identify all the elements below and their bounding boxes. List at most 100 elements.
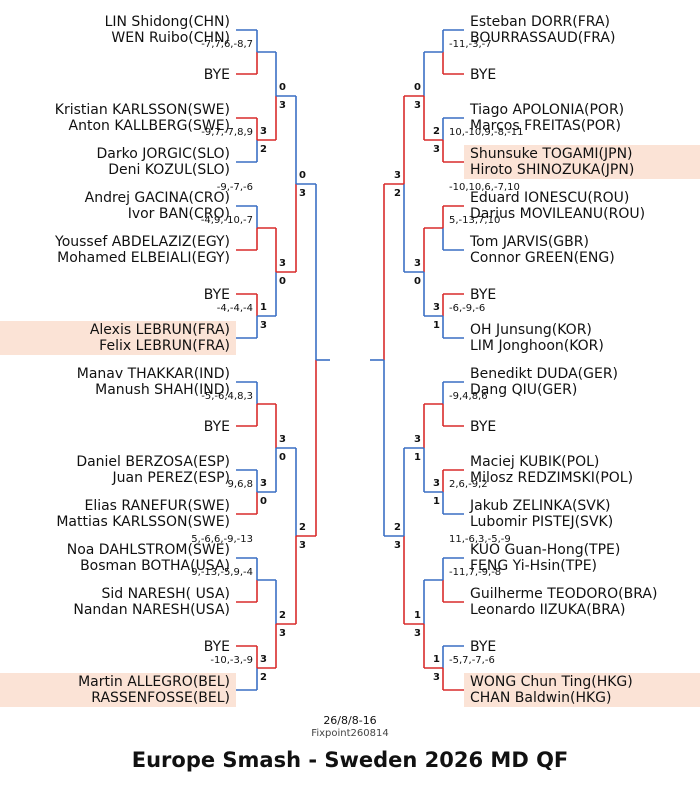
player-name: Maciej KUBIK(POL) (470, 454, 599, 470)
player-name: LIN Shidong(CHN) (105, 14, 230, 30)
player-name: Andrej GACINA(CRO) (85, 190, 230, 206)
highlight-row (464, 145, 700, 179)
set-scores: -6,-9,-6 (449, 303, 485, 314)
game-count: 3 (279, 100, 286, 111)
game-count: 3 (414, 628, 421, 639)
player-name: Felix LEBRUN(FRA) (99, 338, 230, 354)
player-name: Kristian KARLSSON(SWE) (55, 102, 230, 118)
game-count: 3 (394, 170, 401, 181)
player-name: Daniel BERZOSA(ESP) (76, 454, 230, 470)
player-name: CHAN Baldwin(HKG) (470, 690, 611, 706)
player-name: Elias RANEFUR(SWE) (84, 498, 230, 514)
game-count: 3 (279, 434, 286, 445)
game-count: 0 (279, 276, 286, 287)
set-scores: -7,7,6,-8,7 (201, 39, 253, 50)
player-name: Lubomir PISTEJ(SVK) (470, 514, 613, 530)
game-count: 0 (279, 82, 286, 93)
game-count: 3 (279, 628, 286, 639)
game-count: 1 (414, 610, 421, 621)
player-name: Tom JARVIS(GBR) (469, 234, 589, 250)
bye-label: BYE (204, 287, 230, 303)
set-scores: -9,7,-7,8,9 (201, 127, 253, 138)
bye-label: BYE (470, 639, 496, 655)
game-count: 3 (279, 258, 286, 269)
player-name: Marcos FREITAS(POR) (470, 118, 621, 134)
fixpoint-label: Fixpoint260814 (311, 728, 389, 739)
player-name: Guilherme TEODORO(BRA) (470, 586, 657, 602)
set-scores: 9,6,8 (228, 479, 253, 490)
player-name: Darius MOVILEANU(ROU) (470, 206, 645, 222)
player-name: Eduard IONESCU(ROU) (470, 190, 629, 206)
game-count: 3 (260, 478, 267, 489)
set-scores: -9,-7,-6 (217, 182, 253, 193)
game-count: 3 (433, 478, 440, 489)
player-name: Connor GREEN(ENG) (470, 250, 615, 266)
bracket-diagram: LIN Shidong(CHN)WEN Ruibo(CHN)BYEKristia… (0, 14, 700, 707)
set-scores: -11,-3,-7 (449, 39, 492, 50)
game-count: 3 (299, 188, 306, 199)
bye-label: BYE (204, 639, 230, 655)
set-scores: 5,-13,7,10 (449, 215, 500, 226)
set-scores: -5,-6,4,8,3 (201, 391, 253, 402)
set-scores: -11,7,-9,-8 (449, 567, 501, 578)
game-count: 3 (260, 654, 267, 665)
set-scores: 5,-6,6,-9,-13 (191, 534, 253, 545)
game-count: 3 (433, 672, 440, 683)
game-count: 0 (414, 276, 421, 287)
game-count: 1 (433, 496, 440, 507)
player-name: Darko JORGIC(SLO) (97, 146, 231, 162)
game-count: 2 (433, 126, 440, 137)
game-count: 3 (414, 434, 421, 445)
game-count: 3 (260, 320, 267, 331)
highlight-row (464, 673, 700, 707)
set-scores: 2,6,-9,2 (449, 479, 488, 490)
player-name: Mattias KARLSSON(SWE) (56, 514, 230, 530)
set-scores: -4,-4,-4 (217, 303, 253, 314)
player-name: BOURRASSAUD(FRA) (470, 30, 615, 46)
player-name: Milosz REDZIMSKI(POL) (470, 470, 633, 486)
game-count: 3 (414, 258, 421, 269)
game-count: 2 (279, 610, 286, 621)
game-count: 2 (299, 522, 306, 533)
player-name: Ivor BAN(CRO) (128, 206, 230, 222)
player-name: WONG Chun Ting(HKG) (470, 674, 633, 690)
game-count: 1 (433, 654, 440, 665)
bye-label: BYE (470, 419, 496, 435)
bracket-title: Europe Smash - Sweden 2026 MD QF (131, 748, 569, 772)
player-name: RASSENFOSSE(BEL) (91, 690, 230, 706)
bye-label: BYE (204, 419, 230, 435)
set-scores: -9,4,8,6 (449, 391, 488, 402)
game-count: 0 (279, 452, 286, 463)
player-name: Jakub ZELINKA(SVK) (469, 498, 611, 514)
game-count: 1 (414, 452, 421, 463)
player-name: Youssef ABDELAZIZ(EGY) (54, 234, 230, 250)
player-name: Martin ALLEGRO(BEL) (78, 674, 230, 690)
game-count: 3 (394, 540, 401, 551)
player-name: Alexis LEBRUN(FRA) (90, 322, 230, 338)
player-name: Benedikt DUDA(GER) (470, 366, 618, 382)
player-name: Shunsuke TOGAMI(JPN) (470, 146, 633, 162)
player-name: Manush SHAH(IND) (95, 382, 230, 398)
player-name: Anton KALLBERG(SWE) (69, 118, 230, 134)
player-name: Tiago APOLONIA(POR) (469, 102, 624, 118)
game-count: 3 (299, 540, 306, 551)
bye-label: BYE (204, 67, 230, 83)
highlight-row (0, 321, 236, 355)
set-scores: -10,-3,-9 (210, 655, 253, 666)
player-name: Noa DAHLSTROM(SWE) (67, 542, 230, 558)
set-scores: -4,9,-10,-7 (201, 215, 253, 226)
date-label: 26/8/8-16 (323, 714, 377, 727)
game-count: 2 (260, 672, 267, 683)
game-count: 0 (260, 496, 267, 507)
game-count: 2 (260, 144, 267, 155)
game-count: 1 (260, 302, 267, 313)
highlight-row (0, 673, 236, 707)
game-count: 3 (433, 144, 440, 155)
set-scores: 10,-10,9,-8,-11 (449, 127, 523, 138)
player-name: Sid NARESH( USA) (102, 586, 231, 602)
player-name: Deni KOZUL(SLO) (108, 162, 230, 178)
set-scores: 11,-6,3,-5,-9 (449, 534, 511, 545)
set-scores: -5,7,-7,-6 (449, 655, 495, 666)
player-name: KUO Guan-Hong(TPE) (470, 542, 620, 558)
game-count: 3 (433, 302, 440, 313)
